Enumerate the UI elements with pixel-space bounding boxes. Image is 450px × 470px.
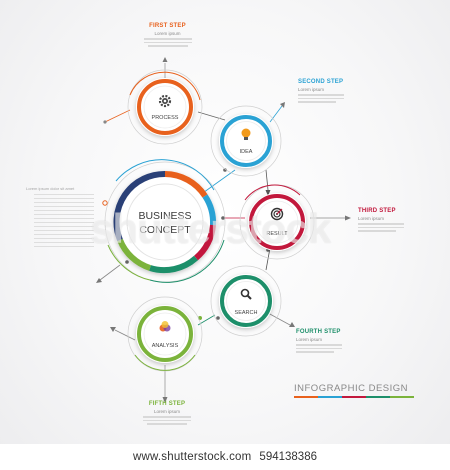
center-ring-blue bbox=[202, 194, 217, 226]
footer-bar-segment bbox=[366, 396, 390, 398]
node-idea: IDEA bbox=[219, 114, 273, 168]
node-label-idea: IDEA bbox=[240, 149, 253, 155]
center-title-line1: BUSINESS bbox=[138, 210, 191, 222]
step-fifth-title: FIFTH STEP bbox=[148, 401, 186, 407]
footer-color-bar bbox=[294, 396, 414, 398]
center-title-line2: CONCEPT bbox=[139, 224, 191, 236]
center-node bbox=[113, 170, 217, 274]
step-fourth-placeholder-lines bbox=[296, 344, 356, 353]
step-first-title: FIRST STEP bbox=[149, 23, 186, 29]
node-process: PROCESS bbox=[136, 78, 194, 136]
step-fourth-sub: Lorem ipsum bbox=[296, 337, 323, 342]
step-fourth-title: FOURTH STEP bbox=[296, 329, 341, 335]
node-label-process: PROCESS bbox=[152, 115, 179, 121]
left-side-text: Lorem ipsum dolor sit amet bbox=[26, 186, 96, 247]
center-ring-orange bbox=[164, 171, 208, 198]
step-third-placeholder-lines bbox=[358, 223, 418, 232]
lightbulb-icon bbox=[241, 128, 251, 140]
node-label-analysis: ANALYSIS bbox=[152, 343, 179, 349]
step-fourth: FOURTH STEP Lorem ipsum bbox=[296, 329, 356, 353]
node-result: RESULT bbox=[248, 193, 306, 251]
target-icon bbox=[270, 207, 284, 221]
node-label-search: SEARCH bbox=[235, 310, 258, 316]
center-ring-green bbox=[149, 255, 198, 274]
step-second-title: SECOND STEP bbox=[298, 79, 344, 85]
connector-result-search bbox=[265, 247, 271, 271]
connector-search-out bbox=[267, 312, 291, 326]
gear-icon bbox=[158, 94, 172, 108]
center-ring-lime bbox=[117, 238, 152, 271]
orbit-rings bbox=[104, 69, 315, 372]
node-label-result: RESULT bbox=[266, 231, 288, 237]
step-third-sub: Lorem ipsum bbox=[358, 216, 385, 221]
venn-icon bbox=[159, 321, 171, 332]
connector-idea-out bbox=[269, 105, 283, 123]
connector-lines bbox=[96, 57, 351, 403]
credit-url: www.shutterstock.com bbox=[133, 451, 252, 463]
footer-title: INFOGRAPHIC DESIGN bbox=[294, 383, 409, 394]
credit-image-id: 594138386 bbox=[259, 451, 317, 463]
node-analysis: ANALYSIS bbox=[136, 305, 194, 363]
arrow-head bbox=[162, 57, 168, 62]
footer-bar-segment bbox=[390, 396, 414, 398]
center-ring-red bbox=[193, 224, 216, 261]
step-first: FIRST STEP Lorem ipsum bbox=[140, 23, 195, 47]
connector-process-idea bbox=[197, 111, 226, 121]
footer-bar-segment bbox=[342, 396, 366, 398]
center-ring-navy bbox=[113, 170, 166, 242]
credit-strip: www.shutterstock.com 594138386 bbox=[0, 444, 450, 470]
step-second: SECOND STEP Lorem ipsum bbox=[298, 79, 358, 103]
step-third: THIRD STEP Lorem ipsum bbox=[358, 208, 418, 232]
step-first-sub: Lorem ipsum bbox=[154, 31, 181, 36]
footer-bar-segment bbox=[294, 396, 318, 398]
step-fifth: FIFTH STEP Lorem ipsum bbox=[138, 401, 196, 425]
step-second-sub: Lorem ipsum bbox=[298, 87, 325, 92]
step-second-placeholder-lines bbox=[298, 94, 358, 103]
connector-idea-center bbox=[199, 169, 236, 196]
footer-bar-segment bbox=[318, 396, 342, 398]
step-fifth-placeholder-lines bbox=[138, 416, 196, 425]
connector-idea-result bbox=[265, 169, 269, 191]
node-search: SEARCH bbox=[219, 274, 273, 328]
connector-search-analysis bbox=[197, 314, 216, 326]
magnifier-icon bbox=[240, 288, 252, 300]
step-fifth-sub: Lorem ipsum bbox=[153, 409, 180, 414]
step-first-placeholder-lines bbox=[140, 38, 195, 47]
step-third-title: THIRD STEP bbox=[358, 208, 396, 214]
left-side-heading: Lorem ipsum dolor sit amet bbox=[26, 186, 75, 191]
connector-process-left bbox=[104, 109, 131, 123]
connector-analysis-left bbox=[114, 329, 136, 341]
